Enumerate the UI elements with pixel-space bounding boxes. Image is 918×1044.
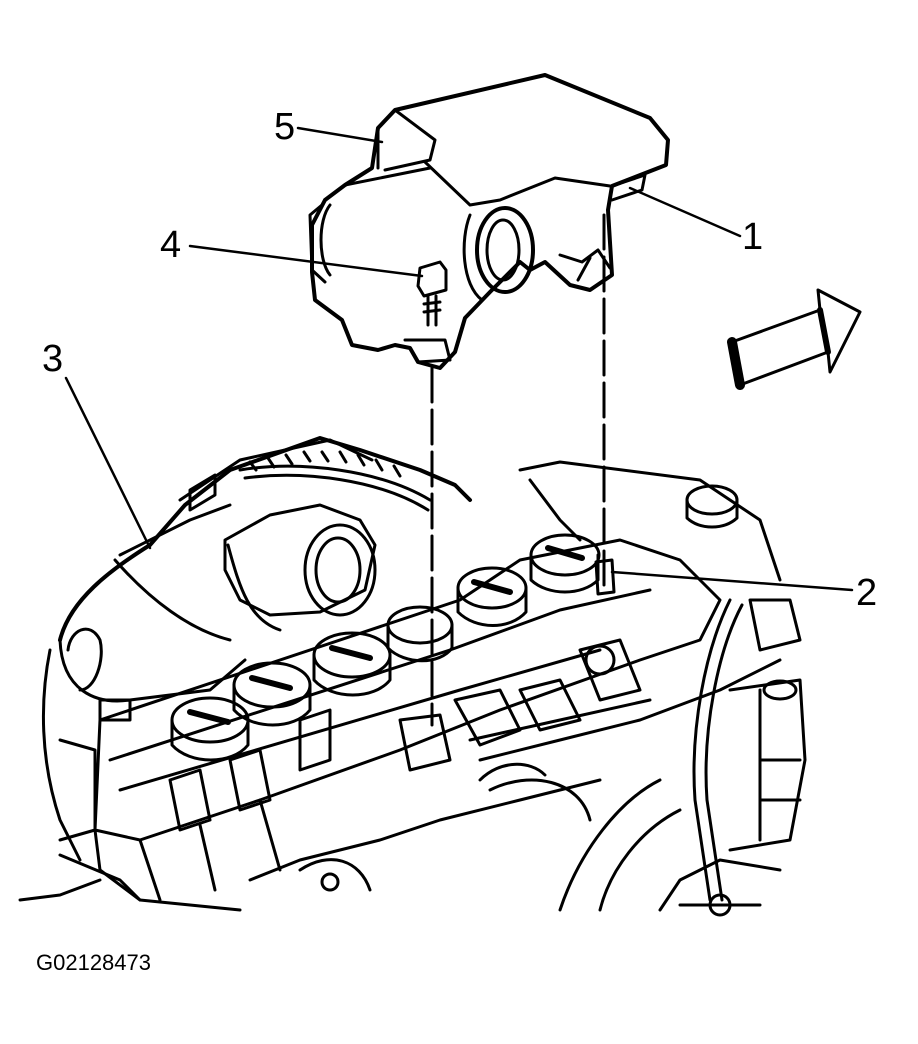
valve-cover-drawing (93, 460, 782, 842)
leader-lines (64, 126, 854, 592)
leader-line-4 (188, 244, 424, 278)
callout-3: 3 (42, 338, 64, 380)
leader-line-1 (628, 186, 742, 238)
throttle-body-drawing (223, 503, 377, 632)
leader-line-2 (610, 570, 854, 592)
callout-1: 1 (742, 216, 764, 258)
leader-line-5 (296, 126, 384, 144)
air-intake-duct-drawing (308, 73, 670, 370)
engine-block-drawing (18, 598, 807, 917)
figure-id: G02128473 (36, 950, 151, 975)
front-of-vehicle-arrow-icon (727, 288, 862, 390)
callout-5: 5 (274, 106, 296, 148)
leader-line-3 (64, 376, 152, 550)
engine-cover-drawing (58, 436, 472, 703)
mounting-stud-drawing (594, 558, 616, 596)
alignment-lines (430, 213, 606, 727)
callout-2: 2 (856, 572, 878, 614)
callout-4: 4 (160, 224, 182, 266)
